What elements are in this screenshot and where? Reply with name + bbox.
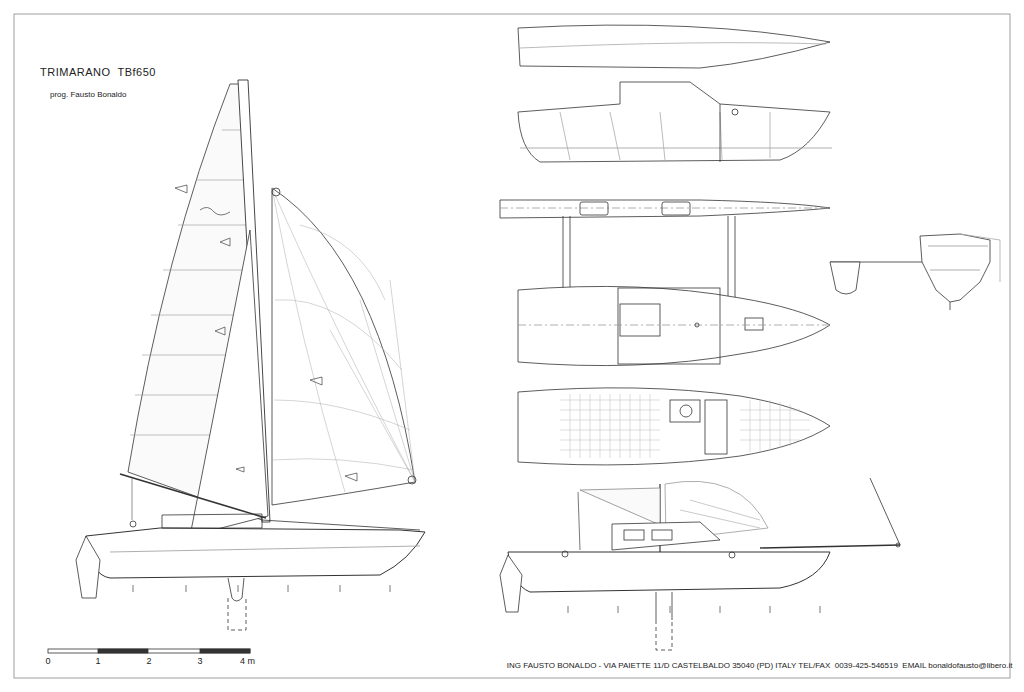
footer-address: ING FAUSTO BONALDO - VIA PAIETTE 11/D CA… <box>507 662 1013 671</box>
sail-plan <box>76 80 425 630</box>
designer-note: prog. Fausto Bonaldo <box>50 91 127 100</box>
scale-number: 4 m <box>240 657 255 667</box>
ama-profile <box>518 25 830 68</box>
section-view <box>830 234 1000 310</box>
scale-number: 0 <box>45 657 50 667</box>
scale-number: 2 <box>146 657 151 667</box>
scale-number: 1 <box>95 657 100 667</box>
scale-bar <box>48 649 250 653</box>
sheet-frame <box>14 14 1010 678</box>
drawing-title: TRIMARANO TBf650 <box>40 66 156 78</box>
hull-profile <box>518 82 832 162</box>
scale-number: 3 <box>197 657 202 667</box>
interior-plan <box>518 388 830 465</box>
hull-profile-side <box>500 478 900 650</box>
plan-view <box>500 200 830 366</box>
